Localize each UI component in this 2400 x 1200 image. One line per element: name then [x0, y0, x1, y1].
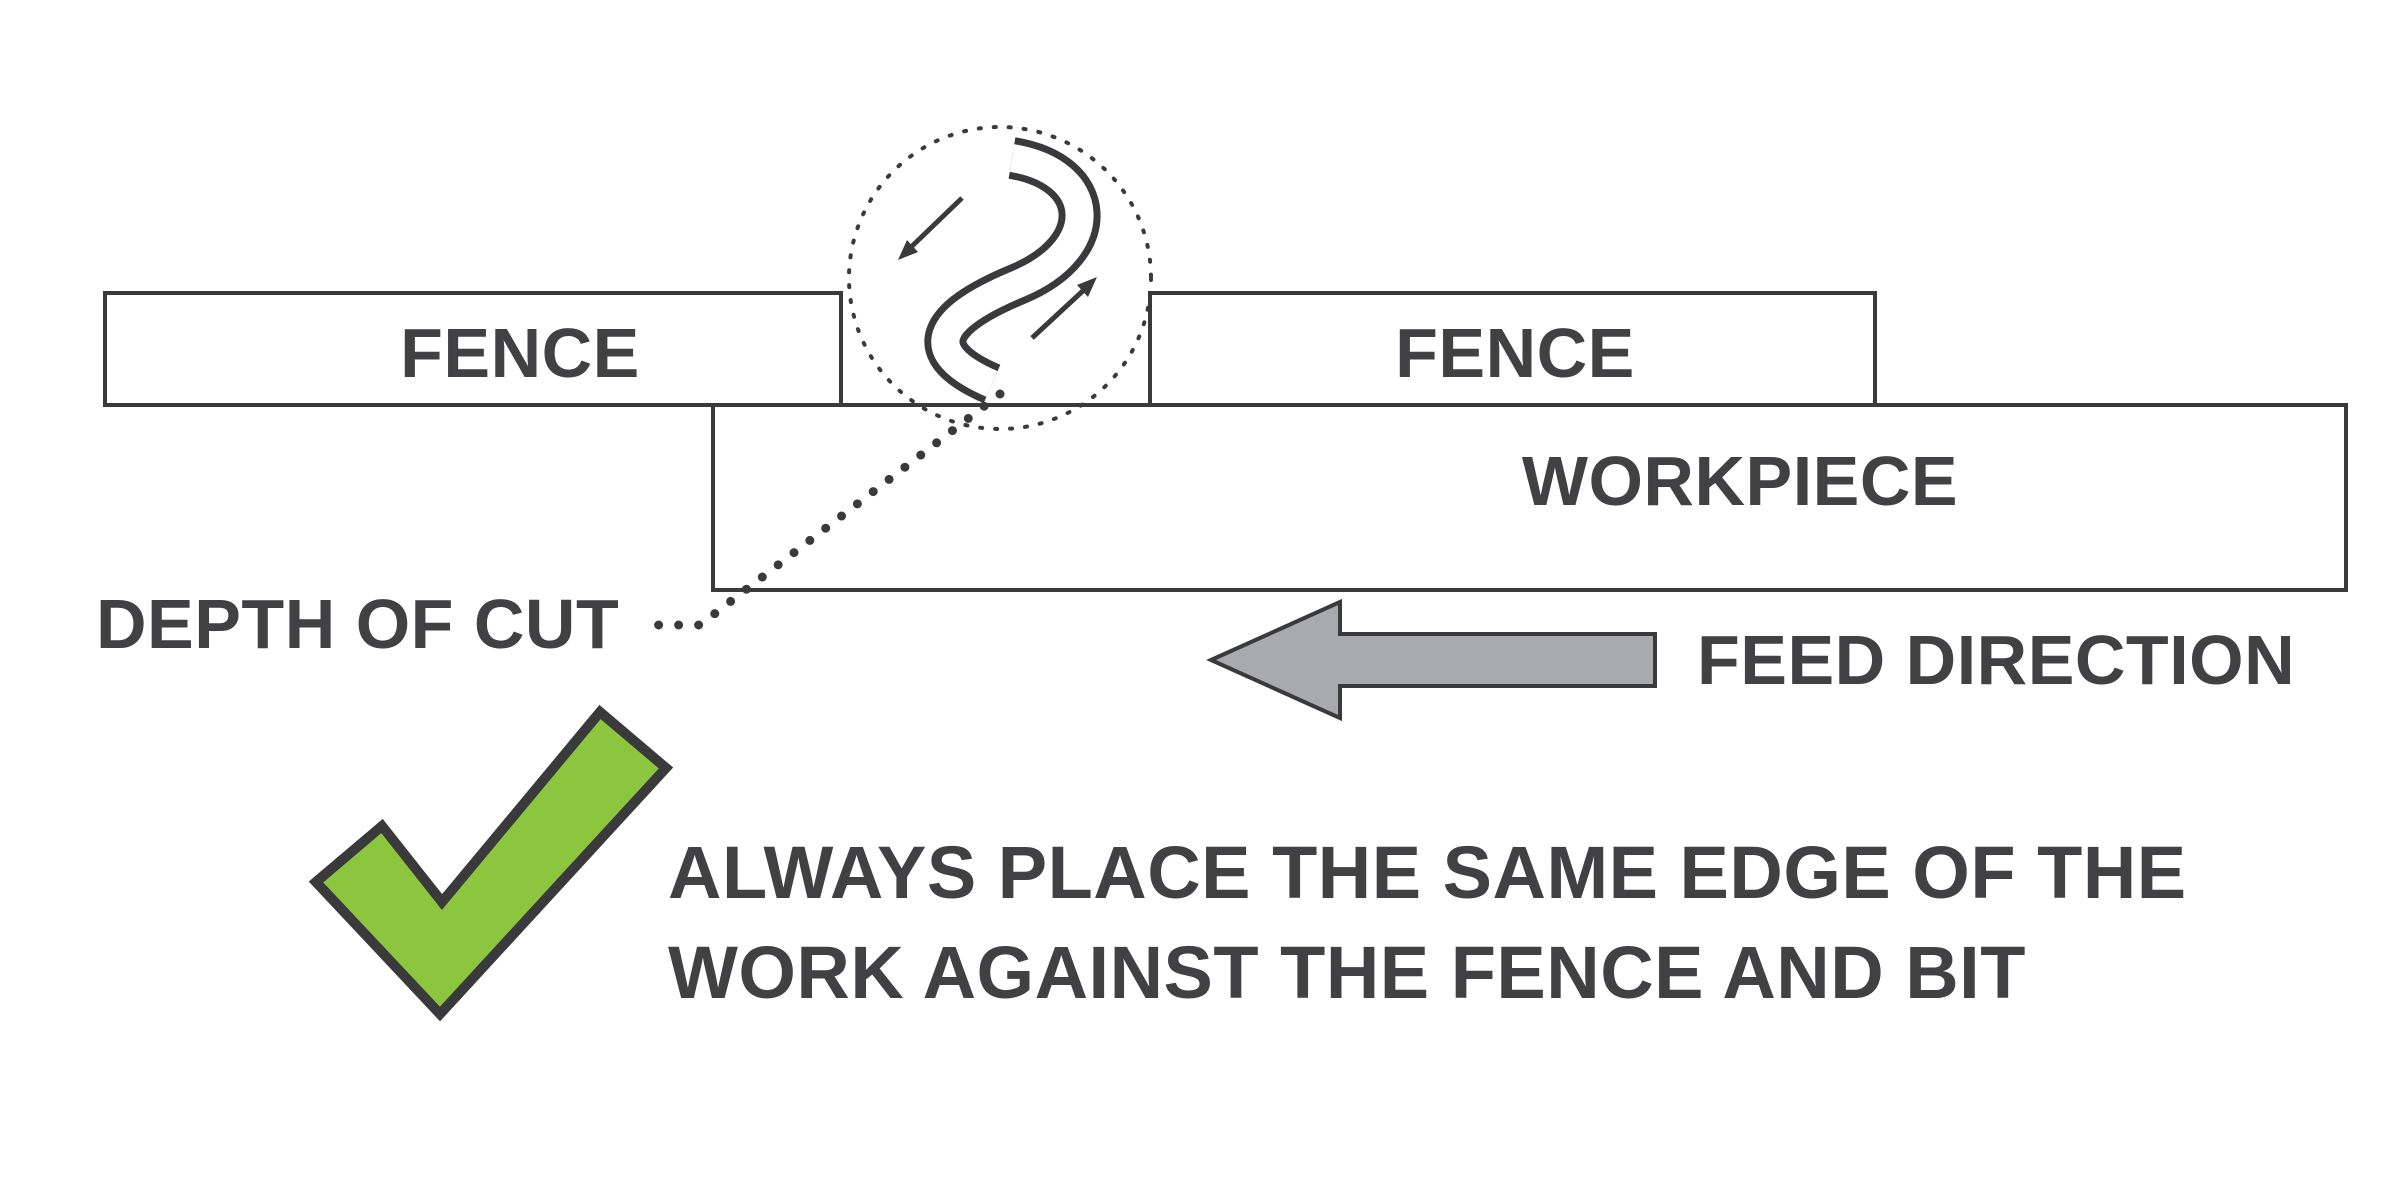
fence-right-label: FENCE: [1395, 314, 1635, 392]
bit-detail-circle: [847, 125, 1153, 431]
rotation-arrow-left-icon: [898, 196, 964, 260]
fence-left-label: FENCE: [400, 314, 640, 392]
feed-direction-label: FEED DIRECTION: [1697, 621, 2295, 699]
green-checkmark-icon: [308, 704, 674, 1022]
rotation-arrow-right-icon: [1030, 277, 1097, 340]
fence-right-box: [1148, 291, 1877, 407]
depth-of-cut-label: DEPTH OF CUT: [96, 585, 619, 663]
router-bit-core: [931, 144, 1094, 397]
fence-left-box: [103, 291, 843, 407]
workpiece-box: [711, 403, 2348, 592]
feed-direction-left-arrow-icon: [1206, 598, 1657, 722]
caption-line-2: WORK AGAINST THE FENCE AND BIT: [668, 931, 2026, 1014]
depth-of-cut-leader-line: [635, 389, 1005, 630]
caption-line-1: ALWAYS PLACE THE SAME EDGE OF THE: [668, 831, 2187, 914]
workpiece-label: WORKPIECE: [1522, 442, 1958, 520]
